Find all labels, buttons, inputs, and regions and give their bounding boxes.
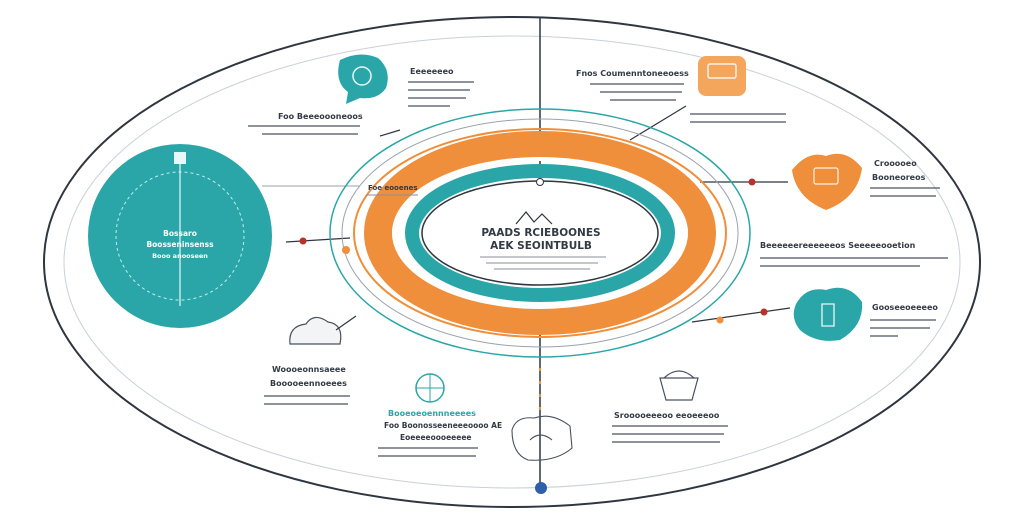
- bottom-center-title-1: Booeoeoennneeees: [388, 409, 476, 418]
- right-connector-line-2: [691, 307, 791, 323]
- ring-dot-left: [342, 246, 350, 254]
- bottom-center-title-3: Eoeeeeoooeeeee: [400, 433, 472, 442]
- center-peak-icon: [515, 211, 553, 225]
- left-red-dot: [299, 237, 307, 245]
- ring-dot-top: [536, 178, 544, 186]
- top-icon-title: Eeeeeeeo: [410, 67, 454, 76]
- bottom-left-title-1: Woooeonnsaeee: [272, 365, 346, 374]
- cloud-icon: [289, 316, 342, 345]
- top-right-title: Fnos Coumenntoneeoess: [576, 69, 689, 78]
- bottom-blue-dot: [535, 482, 547, 494]
- outer-ellipse: [43, 16, 981, 508]
- right-orange-dot: [716, 316, 724, 324]
- security-badge-icon: [793, 287, 863, 341]
- security-badge-icon-inner: [821, 303, 835, 327]
- bottom-right-title: Srooooeeeoo eeoeeeoo: [614, 411, 720, 420]
- cloud-connector: [335, 315, 357, 331]
- bottom-center-title-2: Foo Boonosseeneeeoooo AE: [384, 421, 502, 430]
- ring-teal-band: [405, 164, 675, 302]
- right-top-title-2: Booneoreos: [872, 173, 926, 182]
- shield-icon: [792, 153, 862, 210]
- left-connector-line-2: [285, 237, 351, 243]
- hand-icon-thumb: [529, 434, 553, 441]
- center-title-line2: AEK SEOINTBULB: [490, 240, 592, 252]
- right-red-dot: [748, 178, 756, 186]
- right-red-dot-2: [760, 308, 768, 316]
- chat-bubble-icon: [338, 54, 388, 104]
- left-circle-cap: [174, 152, 186, 164]
- right-top-title-1: Crooooeo: [874, 159, 917, 168]
- left-circle-label-1: Bossaro: [163, 229, 197, 238]
- ring-orange-thin: [353, 128, 727, 338]
- left-circle-label-2: Boosseninsenss: [146, 240, 214, 249]
- shield-icon-inner: [813, 167, 839, 185]
- ring-tag-label: Foe eooenes: [368, 184, 418, 192]
- ring-outer-gray: [341, 118, 739, 348]
- bottom-left-title-2: Booooeennoeees: [270, 379, 347, 388]
- ring-orange-band: [364, 131, 716, 335]
- chat-bubble-icon-inner: [352, 66, 372, 86]
- top-left-title: Foo Beeeoooneoos: [278, 112, 363, 121]
- document-icon-inner: [707, 63, 737, 79]
- ring-white-gap: [392, 157, 688, 309]
- basket-icon: [659, 377, 699, 401]
- inner-ellipse-frame: [63, 35, 961, 489]
- left-circle-label-3: Booo anooseen: [152, 252, 208, 260]
- right-bottom-title: Gooseeoeeeeo: [872, 303, 938, 312]
- ring-center-fill: [422, 181, 658, 285]
- basket-icon-handle: [663, 370, 695, 379]
- hand-icon: [511, 415, 573, 461]
- right-mid-title: Beeeeeereeeeeeos Seeeeeooetion: [760, 241, 916, 250]
- center-title-line1: PAADS RCIEBOONES: [481, 227, 600, 239]
- top-left-connector: [379, 129, 401, 137]
- ring-outer-teal: [329, 108, 751, 358]
- document-icon: [698, 56, 746, 96]
